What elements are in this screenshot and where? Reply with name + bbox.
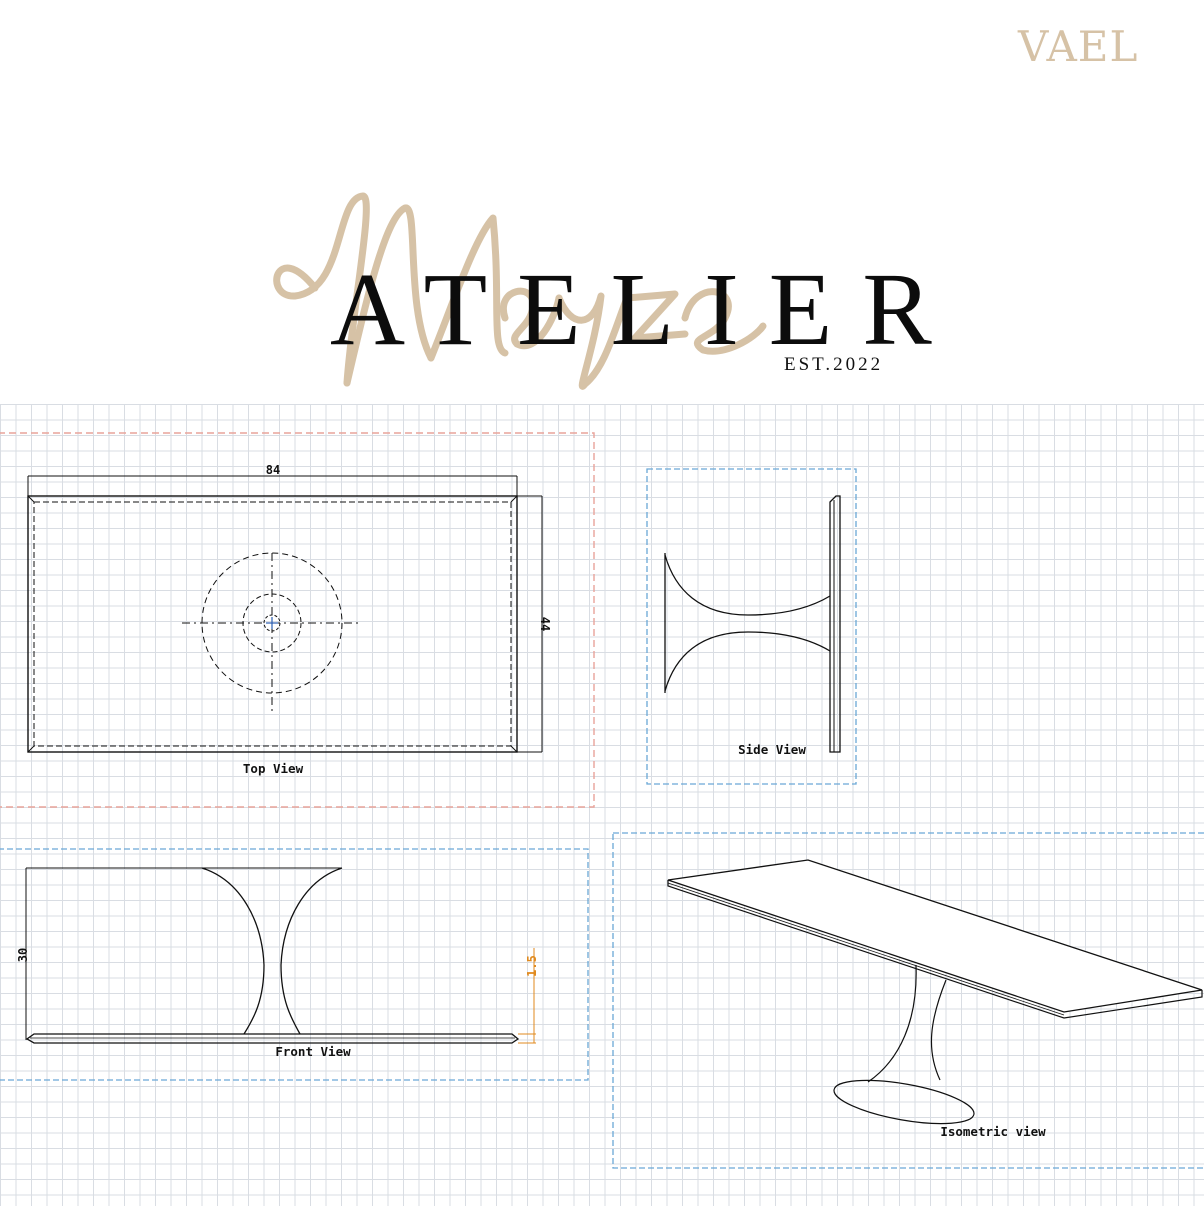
front-thickness-dimension: 1.5 [525, 955, 539, 977]
established-year: EST.2022 [784, 354, 884, 375]
pedestal-base-circle [201, 552, 343, 694]
top-view-panel: 84 44 Top View [0, 432, 595, 808]
atelier-wordmark: ATELIER [330, 252, 962, 367]
top-view-label: Top View [243, 761, 304, 776]
front-pedestal-curve-right [280, 867, 343, 1035]
isometric-view-frame [612, 832, 1204, 1169]
top-width-dimension: 84 [266, 463, 280, 477]
side-tabletop-edge [829, 495, 841, 753]
iso-tabletop [667, 859, 1203, 1013]
isometric-view-panel: Isometric view [612, 832, 1204, 1169]
iso-pedestal [867, 964, 947, 1083]
mayze-script-logo [273, 192, 767, 390]
side-view-label: Side View [738, 742, 806, 757]
side-view-frame [646, 468, 857, 785]
isometric-view-label: Isometric view [940, 1124, 1046, 1139]
front-pedestal-curve-left [201, 867, 265, 1035]
side-pedestal-curve [664, 554, 831, 616]
front-tabletop-slab [25, 1033, 520, 1044]
graph-paper-background [0, 404, 1204, 1206]
front-view-label: Front View [275, 1044, 351, 1059]
iso-base [833, 1079, 975, 1125]
front-height-dimension: 30 [16, 948, 30, 962]
side-view-panel: Side View [646, 468, 857, 785]
top-view-frame [0, 432, 595, 808]
top-depth-dimension: 44 [538, 617, 552, 631]
front-view-panel: 30 1.5 Front View [0, 848, 589, 1081]
front-view-frame [0, 848, 589, 1081]
vael-logo: VAEL [1018, 22, 1139, 71]
tabletop-outline [27, 495, 518, 753]
